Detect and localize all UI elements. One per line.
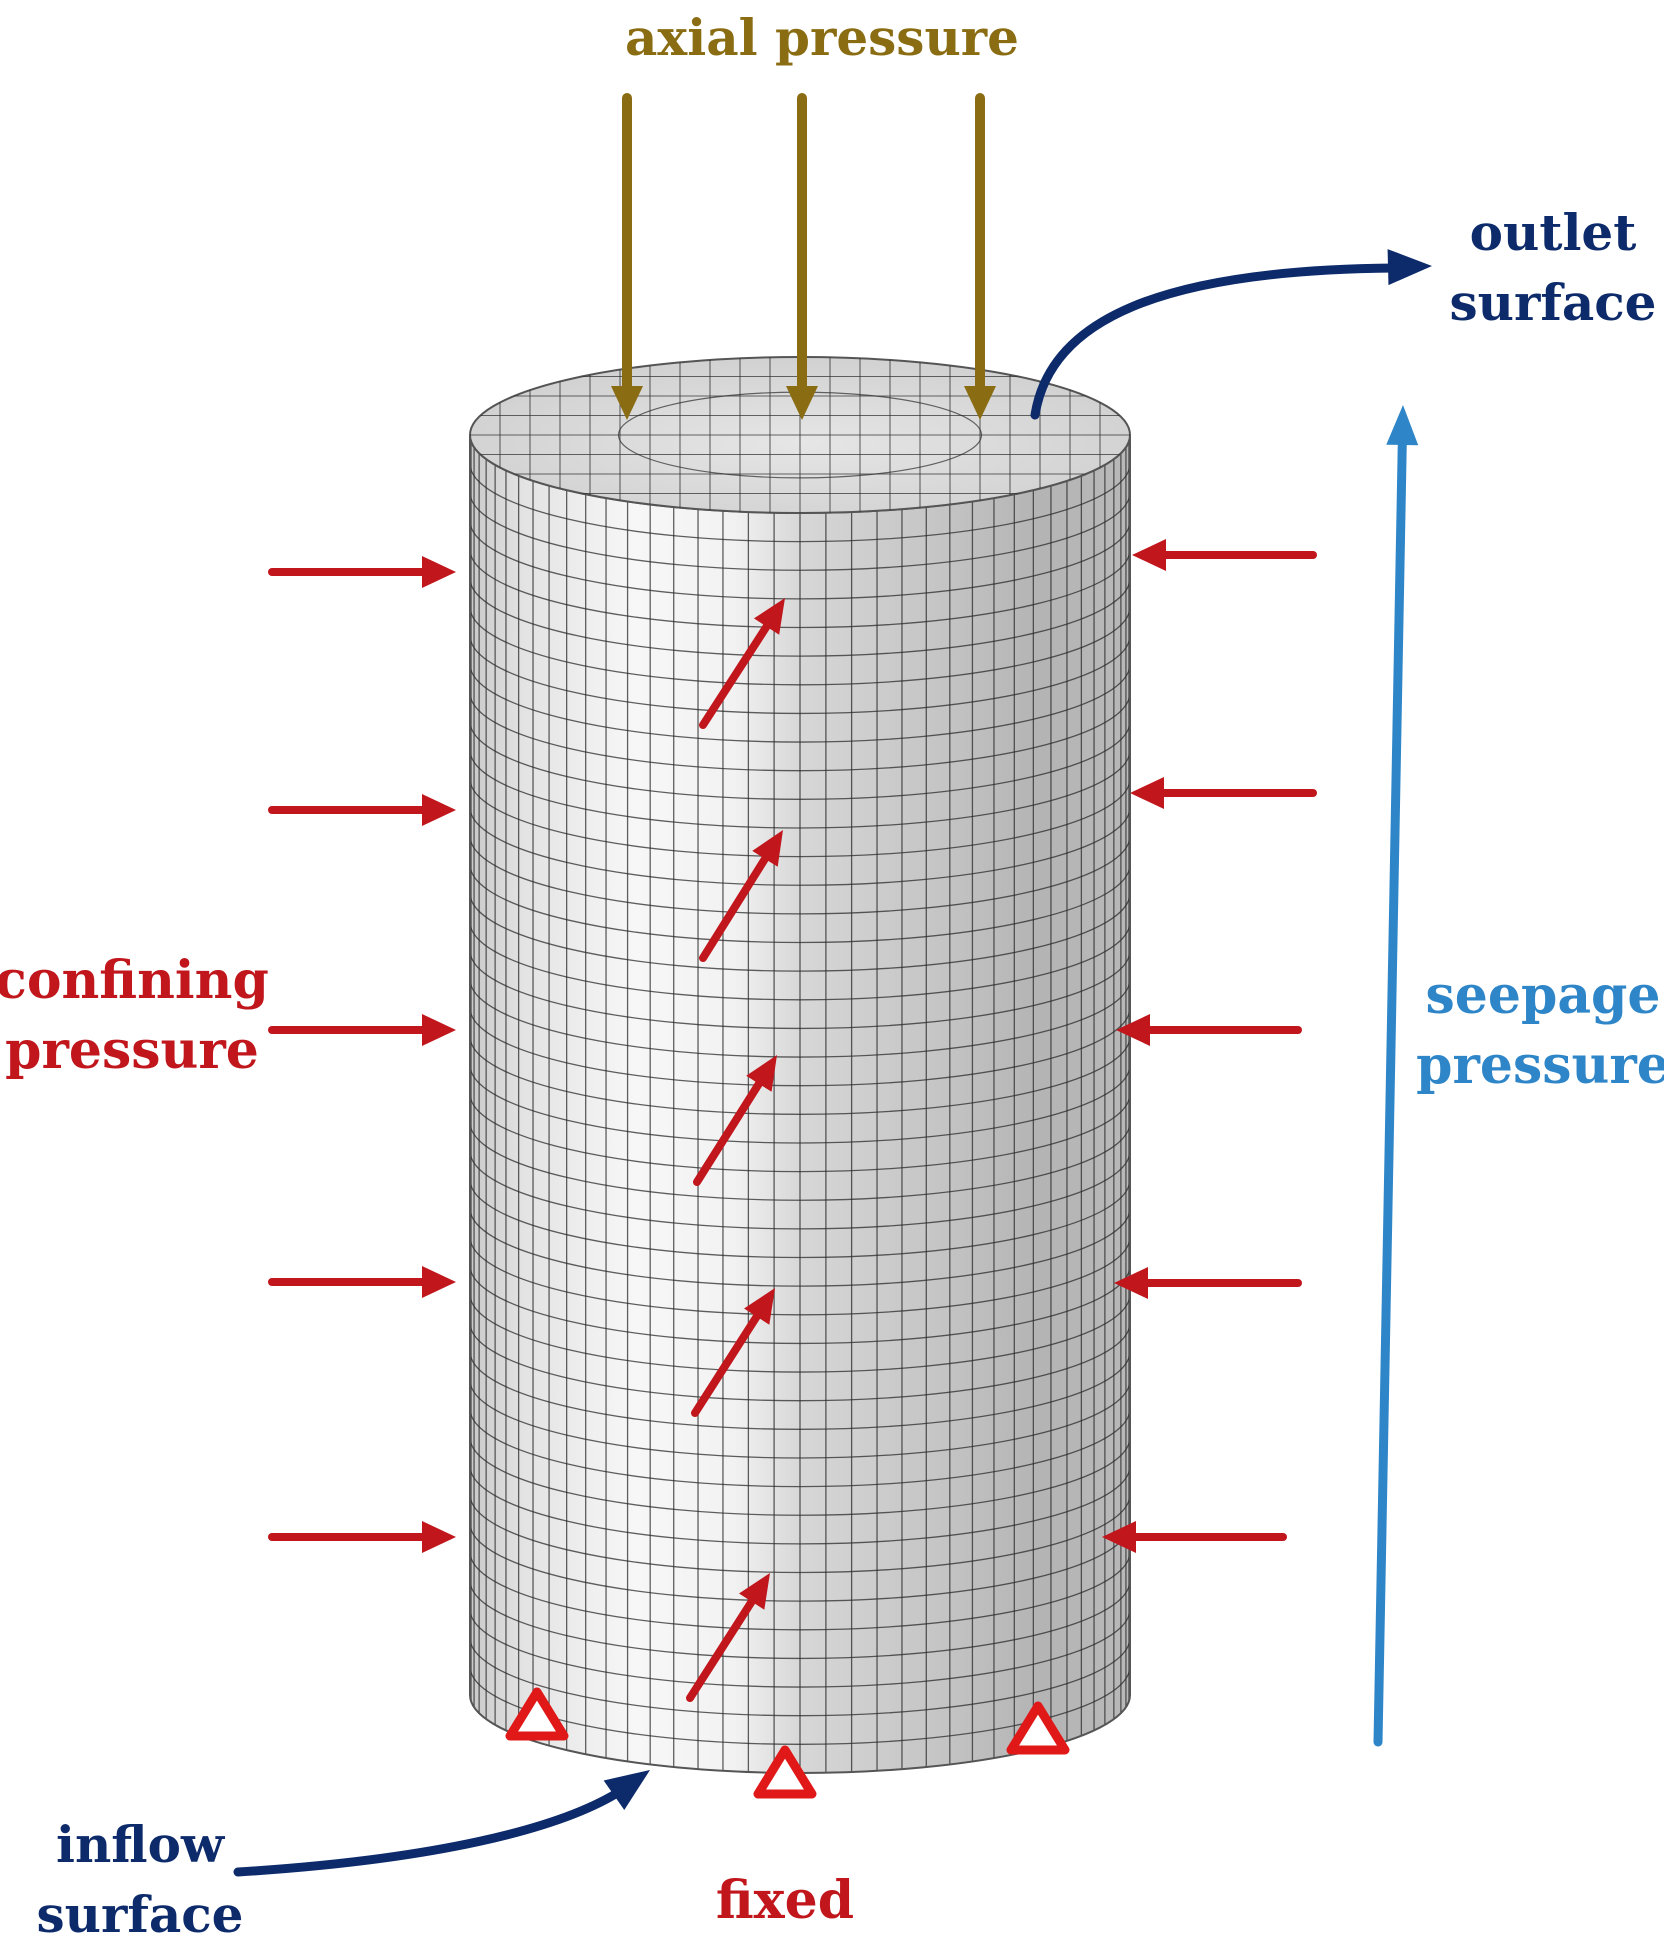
mesh-horizontal-line — [470, 893, 1130, 972]
internal-flow-arrow — [686, 1586, 764, 1702]
mesh-horizontal-line — [470, 979, 1130, 1058]
axial-pressure-arrow-head — [611, 386, 643, 420]
mesh-horizontal-line — [470, 1408, 1130, 1488]
mesh-horizontal-line — [470, 1609, 1130, 1688]
outlet-surface-label-line2: surface — [1449, 273, 1656, 332]
mesh-horizontal-line — [470, 1494, 1130, 1574]
mesh-horizontal-line — [470, 463, 1130, 543]
mesh-horizontal-line — [470, 1523, 1130, 1602]
mesh-horizontal-line — [470, 692, 1130, 772]
confining-pressure-label-line2: pressure — [5, 1020, 259, 1081]
axial-pressure-arrow-head — [964, 386, 996, 420]
confining-pressure-arrow-left-head — [422, 1266, 456, 1298]
outlet-surface-arrow-head — [1387, 249, 1432, 286]
mesh-horizontal-line — [470, 1437, 1130, 1516]
outlet-surface-arrow — [1030, 263, 1400, 420]
load-arrows — [233, 93, 1432, 1877]
diagram-labels: axial pressure outlet surface confining … — [0, 8, 1664, 1944]
outlet-surface-label-line1: outlet — [1470, 203, 1637, 262]
triangle-support-icon — [753, 1745, 817, 1799]
mesh-horizontal-line — [470, 1351, 1130, 1430]
mesh-horizontal-line — [470, 664, 1130, 743]
fixed-supports — [505, 1687, 1070, 1799]
inflow-surface-arrow-head — [603, 1770, 650, 1810]
internal-flow-arrow-head — [746, 1055, 777, 1092]
mesh-horizontal-line — [470, 549, 1130, 629]
confining-pressure-label-line1: confining — [0, 950, 269, 1011]
mesh-horizontal-line — [470, 1265, 1130, 1345]
mesh-horizontal-line — [470, 1580, 1130, 1660]
confining-pressure-arrow-left-head — [422, 1014, 456, 1046]
mesh-horizontal-line — [470, 1379, 1130, 1459]
axial-pressure-label: axial pressure — [625, 8, 1019, 67]
mesh-horizontal-line — [470, 635, 1130, 715]
confining-pressure-arrow-right-head — [1132, 539, 1166, 571]
side-mesh — [470, 441, 1130, 1773]
mesh-horizontal-line — [470, 1465, 1130, 1545]
mesh-horizontal-line — [470, 1294, 1130, 1373]
mesh-horizontal-line — [470, 1007, 1130, 1087]
mesh-horizontal-line — [470, 492, 1130, 571]
rock-specimen-cylinder — [469, 356, 1131, 1774]
internal-flow-arrow — [691, 1301, 769, 1417]
inflow-surface-arrow — [233, 1785, 627, 1877]
mesh-horizontal-line — [470, 520, 1130, 600]
mesh-horizontal-line — [470, 1093, 1130, 1173]
internal-flow-arrow-head — [753, 598, 785, 635]
mesh-horizontal-line — [470, 721, 1130, 800]
confining-pressure-arrow-right-head — [1114, 1267, 1148, 1299]
mesh-horizontal-line — [470, 1150, 1130, 1230]
internal-flow-arrow — [693, 1068, 771, 1186]
mesh-horizontal-line — [470, 1036, 1130, 1115]
confining-pressure-arrow-left-head — [422, 556, 456, 588]
internal-flow-arrow-head — [744, 1288, 775, 1325]
internal-flow-arrow — [699, 611, 778, 729]
mesh-horizontal-line — [470, 1122, 1130, 1201]
seepage-pressure-arrow-head — [1386, 405, 1419, 446]
mesh-horizontal-line — [470, 950, 1130, 1030]
mesh-horizontal-line — [470, 578, 1130, 657]
internal-flow-arrow-head — [739, 1573, 770, 1610]
seepage-pressure-label-line1: seepage — [1426, 965, 1661, 1026]
mesh-horizontal-line — [470, 864, 1130, 944]
mesh-horizontal-line — [470, 1064, 1130, 1144]
fixed-label: fixed — [716, 1870, 854, 1931]
mesh-horizontal-line — [470, 1322, 1130, 1402]
inflow-surface-label-line1: inflow — [56, 1815, 226, 1874]
confining-pressure-arrow-left-head — [422, 794, 456, 826]
mesh-horizontal-line — [470, 1637, 1130, 1717]
triangle-support-icon — [505, 1687, 569, 1741]
mesh-horizontal-line — [470, 807, 1130, 886]
mesh-horizontal-line — [470, 778, 1130, 858]
triangle-support-icon — [1006, 1701, 1070, 1755]
axial-pressure-arrow-head — [786, 386, 818, 420]
confining-pressure-arrow-right-head — [1116, 1014, 1150, 1046]
mesh-horizontal-line — [470, 1666, 1130, 1745]
inflow-surface-label-line2: surface — [36, 1885, 243, 1944]
internal-flow-arrow — [699, 843, 777, 962]
mesh-horizontal-line — [470, 835, 1130, 915]
internal-flow-arrow-head — [752, 830, 783, 867]
confining-pressure-arrow-right-head — [1102, 1521, 1136, 1553]
mesh-horizontal-line — [470, 606, 1130, 686]
confining-pressure-arrow-right-head — [1130, 777, 1164, 809]
mesh-horizontal-line — [470, 1179, 1130, 1259]
mesh-horizontal-line — [470, 1551, 1130, 1631]
mesh-horizontal-line — [470, 1236, 1130, 1316]
confining-pressure-arrow-left-head — [422, 1521, 456, 1553]
mesh-horizontal-line — [470, 921, 1130, 1001]
mesh-horizontal-line — [470, 1208, 1130, 1287]
mesh-horizontal-line — [470, 749, 1130, 829]
seepage-pressure-arrow — [1373, 424, 1408, 1747]
seepage-pressure-label-line2: pressure — [1416, 1035, 1664, 1096]
